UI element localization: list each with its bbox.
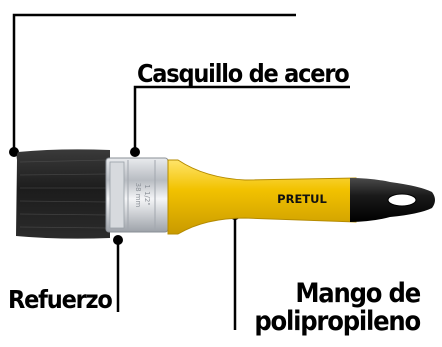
leader-lines xyxy=(12,13,350,330)
leader-dot-refuerzo xyxy=(113,235,123,245)
label-casquillo-de-acero: Casquillo de acero xyxy=(137,59,350,88)
ferrule-size-mark: 1 1/2" xyxy=(143,184,151,205)
leader-line-casquillo xyxy=(133,85,350,152)
handle-grip xyxy=(350,178,435,222)
steel-ferrule: 1 1/2" 38 mm xyxy=(105,157,169,233)
label-mango-de-polipropileno: Mango de polipropileno xyxy=(254,278,421,337)
label-mango-line-1: Mango de xyxy=(295,278,421,309)
bristles xyxy=(16,149,110,239)
polypropylene-handle: PRETUL xyxy=(167,159,357,235)
leader-line-bristles xyxy=(12,13,296,150)
label-refuerzo: Refuerzo xyxy=(8,285,113,314)
leader-dot-bristles xyxy=(9,147,19,157)
leader-dot-casquillo xyxy=(130,147,140,157)
hanging-hole xyxy=(387,193,417,207)
brand-logo-text: PRETUL xyxy=(277,192,327,206)
label-mango-line-2: polipropileno xyxy=(254,306,421,337)
ferrule-mm-mark: 38 mm xyxy=(134,183,142,208)
